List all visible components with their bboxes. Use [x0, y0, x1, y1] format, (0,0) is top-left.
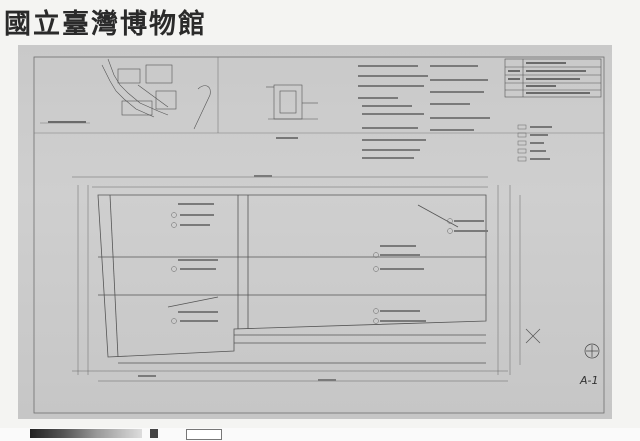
plan-annotation-text [138, 175, 488, 381]
title-block [504, 58, 602, 98]
museum-title: 國立臺灣博物館 [4, 9, 207, 40]
plan-annotations [171, 212, 453, 324]
north-arrow-icon [584, 343, 600, 359]
key-plan-caption-scribbles [48, 121, 86, 123]
section-mark [525, 328, 541, 344]
drawing-border [33, 56, 605, 414]
drawing-number: A-1 [580, 374, 599, 387]
title-block-text [508, 62, 590, 94]
architectural-plan-drawing [33, 56, 605, 414]
key-plan [101, 58, 211, 130]
blueprint-sheet [18, 45, 612, 419]
legend [517, 124, 527, 162]
grayscale-calibration-strip [30, 429, 142, 438]
footer-bar [0, 428, 640, 441]
footer-logo-icon [150, 429, 158, 438]
floor-plan [97, 194, 487, 364]
section-detail [266, 84, 318, 120]
footer-label [186, 429, 222, 440]
legend-text [530, 126, 552, 160]
dimension-lines [72, 176, 521, 382]
section-caption-scribble [276, 137, 298, 139]
notes-text-block [358, 65, 490, 159]
